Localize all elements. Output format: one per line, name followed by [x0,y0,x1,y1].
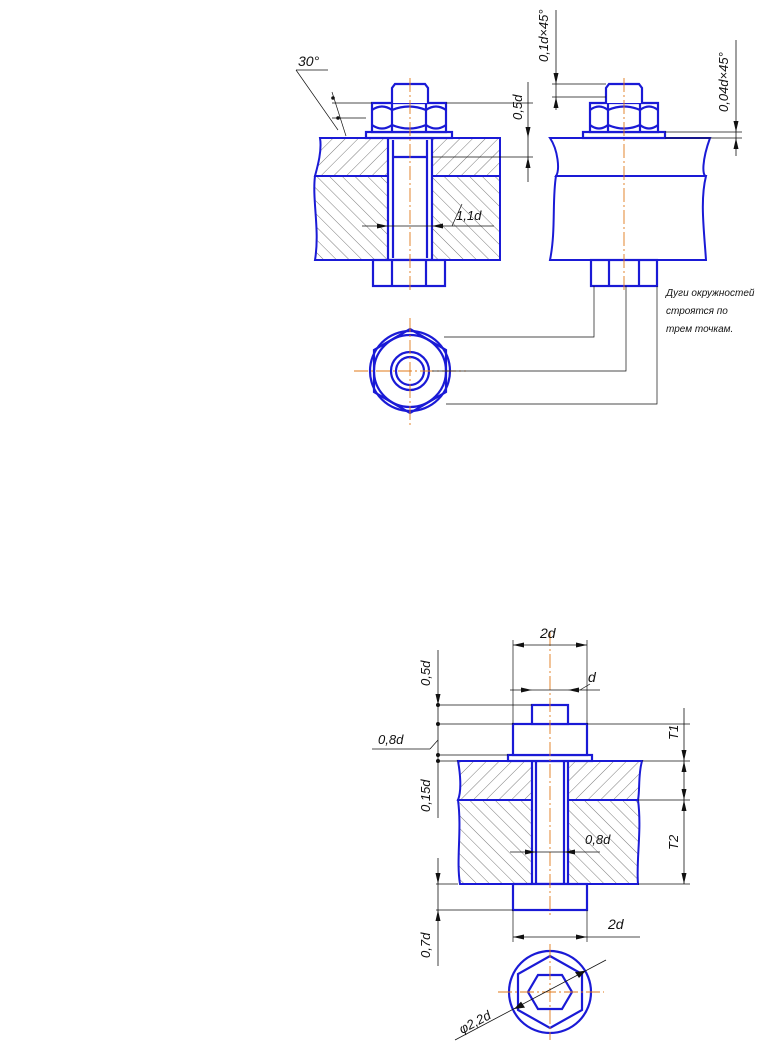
nut-width-label: 2d [539,625,557,641]
washer-thickness-label: 0,15d [418,779,433,812]
t2-label: T2 [666,834,681,850]
head-height-label: 0,7d [418,932,433,958]
washer-height-label: 0,5d [510,94,525,120]
hole-diameter-label: 1,1d [456,208,482,223]
note-line-3: трем точкам. [666,324,733,335]
thread-d-label: d [588,669,597,685]
bolt-end-label: 0,5d [418,660,433,686]
nut-chamfer-label: 0,04d×45° [716,52,731,112]
top-section-view: 30° 0,5d 1,1d [295,53,533,292]
thread-inner-label: 0,8d [585,832,611,847]
bottom-plan-view: φ2,2d [454,944,607,1041]
nut-height-label: 0,8d [378,732,404,747]
bolt-chamfer-label: 0,1d×45° [536,9,551,62]
top-exterior-view: 0,1d×45° 0,04d×45° Дуги окружностей стро… [536,9,755,335]
note-line-2: строятся по [666,306,728,317]
bottom-section-view: 2d d 0,5d 0,15d 0,7d 0,8d 0,8d [372,625,690,966]
angle-label: 30° [298,53,320,69]
head-width-label: 2d [607,916,625,932]
circle-diameter-label: φ2,2d [456,1007,494,1036]
bolt-head [371,258,447,288]
note-line-1: Дуги окружностей [665,288,755,299]
t1-label: T1 [666,725,681,740]
top-plan-view [354,286,658,428]
